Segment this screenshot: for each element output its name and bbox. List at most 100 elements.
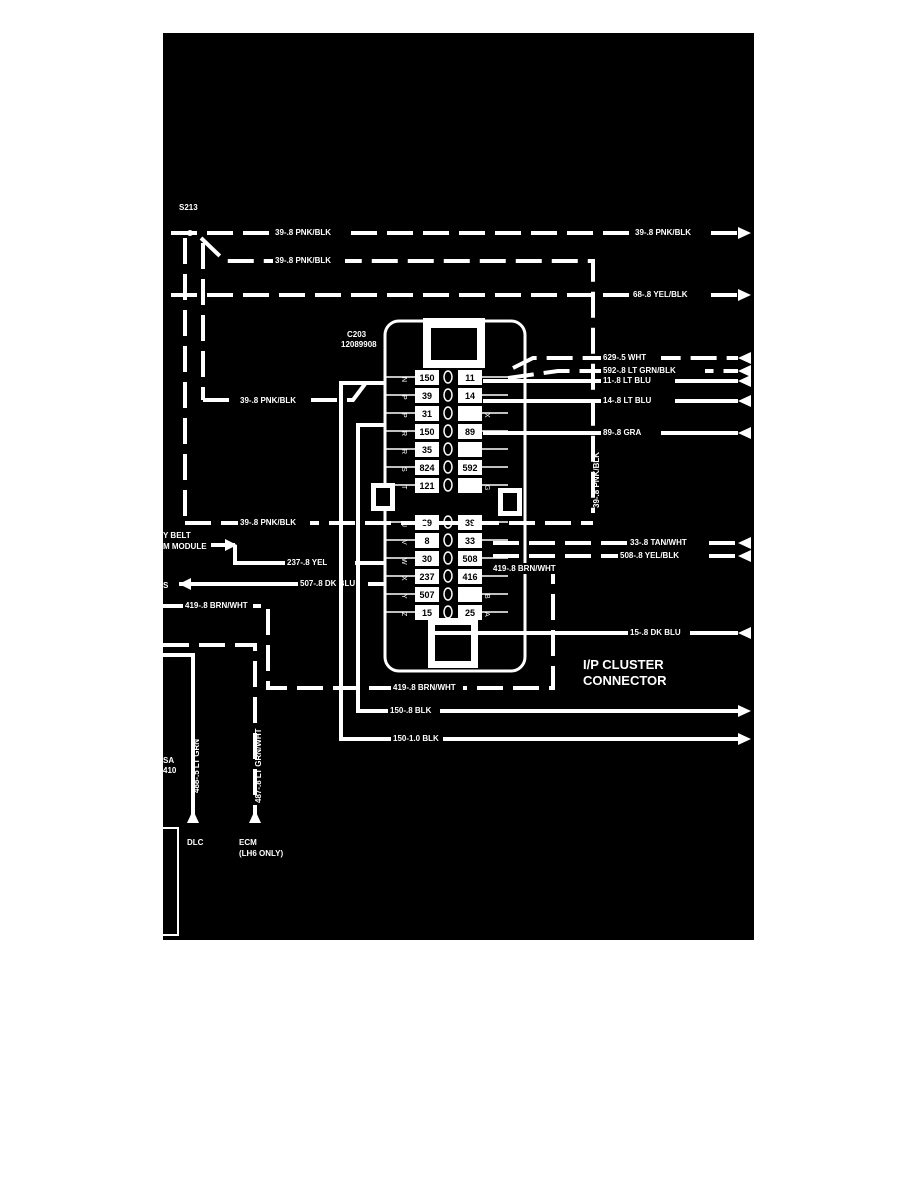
pin-letter-right: X — [483, 413, 490, 418]
pin-letter-left: P — [400, 413, 407, 418]
pin-number-left: 31 — [422, 409, 432, 419]
pin-cell-right — [458, 515, 482, 530]
pin-cell-right — [458, 406, 482, 421]
splice-label: S213 — [179, 203, 198, 212]
pin-number-right: 25 — [465, 608, 475, 618]
pin-number-right: 416 — [462, 572, 477, 582]
arrow-left-icon — [738, 537, 751, 549]
pin-number-left: 8 — [424, 536, 429, 546]
pin-letter-right: B — [483, 594, 490, 599]
wire-label: 237-.8 YEL — [287, 558, 327, 567]
wire-label: 39-.8 PNK/BLK — [275, 228, 331, 237]
pin-number-right: 14 — [465, 391, 475, 401]
pin-cell-left — [415, 388, 439, 403]
pin-cell-right — [458, 370, 482, 385]
pin-cell-left — [415, 605, 439, 620]
pin-number-left: 30 — [422, 554, 432, 564]
pin-cavity — [443, 388, 453, 402]
connector-part: 12089908 — [341, 340, 377, 349]
wire-629-wht — [512, 356, 738, 370]
wire-label: 14-.8 LT BLU — [603, 396, 652, 405]
arrow-up-icon — [187, 810, 199, 823]
pin-letter-left: V — [400, 540, 407, 545]
pin-cell-left — [415, 569, 439, 584]
wire-label: 39-.8 PNK/BLK — [275, 256, 331, 265]
pin-number-right: 33 — [465, 536, 475, 546]
wire-label: 150-.8 BLK — [390, 706, 432, 715]
wire-label: 39-.8 PNK/BLK — [240, 518, 296, 527]
pin-cell-left — [415, 442, 439, 457]
arrow-left-icon — [738, 352, 751, 364]
pin-cell-right — [458, 587, 482, 602]
wiring-diagram: S213 39-.8 PNK/BLK 39-.8 PNK/BLK 39-.8 P… — [160, 33, 754, 940]
ecm-label: ECM — [239, 838, 257, 847]
left-label: SA — [163, 756, 174, 765]
ecm-note: (LH6 ONLY) — [239, 849, 283, 858]
pin-cell-right — [458, 605, 482, 620]
pin-cell-right — [458, 442, 482, 457]
wire-label-vertical: 488-.5 LT GRN — [192, 739, 201, 793]
wire-label: 89-.8 GRA — [603, 428, 641, 437]
arrow-left-icon — [738, 427, 751, 439]
pin-letter-left: S — [400, 467, 407, 472]
left-label: 410 — [163, 766, 177, 775]
pin-cell-left — [415, 460, 439, 475]
pin-cavity — [443, 533, 453, 547]
arrow-right-icon — [225, 539, 237, 551]
wire-487-lt-grn-wht — [163, 643, 257, 823]
wire-label: 419-.8 BRN/WHT — [393, 683, 456, 692]
pin-number-right: 39 — [465, 518, 475, 528]
pin-cavity — [443, 442, 453, 456]
pin-letter-left: Y — [400, 594, 407, 599]
diagram-svg: S213 39-.8 PNK/BLK 39-.8 PNK/BLK 39-.8 P… — [160, 203, 751, 936]
pin-number-right: 11 — [465, 373, 475, 383]
pin-number-left: 824 — [419, 463, 434, 473]
arrow-left-icon — [738, 395, 751, 407]
wire-label: 39-.8 PNK/BLK — [240, 396, 296, 405]
arrow-right-icon — [738, 705, 751, 717]
pin-cell-left — [415, 370, 439, 385]
wire-label: 150-1.0 BLK — [393, 734, 439, 743]
pin-letter-left: R — [400, 431, 407, 436]
pin-cavity — [443, 551, 453, 565]
pin-cell-left — [415, 533, 439, 548]
wire-label: 507-.8 DK BLU — [300, 579, 355, 588]
left-label: M MODULE — [163, 542, 207, 551]
pin-cell-right — [458, 569, 482, 584]
pin-cell-left — [415, 551, 439, 566]
pin-letter-left: P — [400, 395, 407, 400]
pin-cavity — [443, 460, 453, 474]
wire-150-blk — [356, 423, 738, 713]
pin-number-left: 121 — [419, 481, 434, 491]
arrow-left-icon — [738, 365, 751, 377]
pin-cell-left — [415, 478, 439, 493]
pin-number-left: 150 — [419, 427, 434, 437]
left-label: S — [163, 581, 169, 590]
pin-cavity — [443, 587, 453, 601]
pin-number-right: 508 — [462, 554, 477, 564]
pin-number-left: 507 — [419, 590, 434, 600]
pin-cell-left — [415, 424, 439, 439]
connector-id: C203 — [347, 330, 367, 339]
pin-number-right: 89 — [465, 427, 475, 437]
connector-title-2: CONNECTOR — [583, 673, 667, 688]
wire-label: 508-.8 YEL/BLK — [620, 551, 679, 560]
wire-label: 419-.8 BRN/WHT — [185, 601, 248, 610]
wire-label: 11-.8 LT BLU — [603, 376, 651, 385]
pin-cavity — [443, 406, 453, 420]
arrow-up-icon — [249, 810, 261, 823]
connector-title-1: I/P CLUSTER — [583, 657, 664, 672]
wire-label: 33-.8 TAN/WHT — [630, 538, 687, 547]
arrow-left-icon — [738, 550, 751, 562]
wire-label: 629-.5 WHT — [603, 353, 646, 362]
component-box — [160, 827, 179, 936]
pin-letter-left: N — [400, 377, 407, 382]
left-label: Y BELT — [163, 531, 191, 540]
pin-cavity — [443, 370, 453, 384]
wire-488-lt-grn — [163, 653, 195, 823]
pin-letter-left: T — [400, 485, 407, 490]
wire-pnk-blk-2 — [199, 236, 595, 513]
